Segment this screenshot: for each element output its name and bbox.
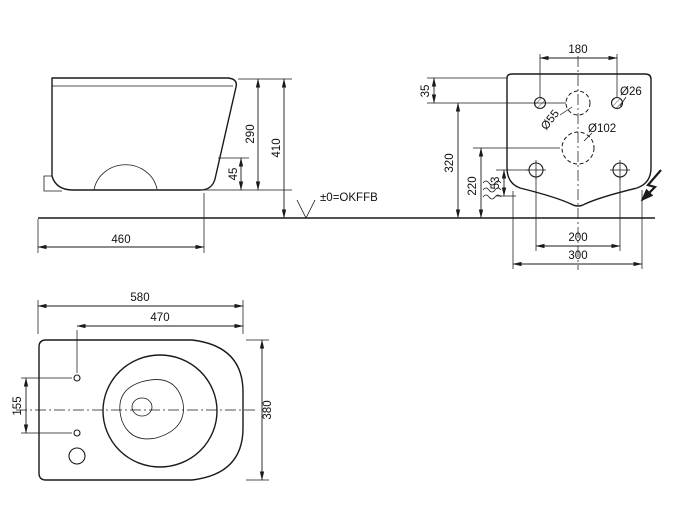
dim-label-380: 380 [262,400,274,419]
dim-label-35: 35 [420,85,432,98]
top-view-extension-lines [21,300,269,481]
dim-label-180: 180 [568,44,587,56]
leader-lines [559,96,627,142]
water-supply-icon [482,180,502,200]
side-view-outline [51,77,238,191]
bowl-trap-hole [131,397,153,417]
lightning-bolt-icon [640,169,662,202]
hole-outlet-102 [561,131,595,165]
hole-right-26 [610,96,624,110]
dim-label-580: 580 [130,292,149,304]
dim-label-470: 470 [150,312,169,324]
rear-view: 180 35 Ø55 Ø26 Ø102 320 220 53 200 300 [420,44,662,270]
floor-level-symbol [296,199,316,219]
dim-label-53: 53 [490,177,502,190]
side-view-extension-lines [37,78,292,253]
fixing-hole-crosshairs [526,160,630,180]
dim-label-460: 460 [111,234,130,246]
dim-label-45: 45 [228,168,240,181]
dim-label-155: 155 [12,396,24,415]
side-view: 290 410 45 460 [37,77,292,253]
dia-label-26: Ø26 [620,86,642,98]
dim-label-290: 290 [245,124,257,143]
floor-reference: ±0=OKFFB [38,192,655,219]
dim-label-320: 320 [444,153,456,172]
hinge-hole-bottom [73,429,81,437]
dim-label-300: 300 [568,250,587,262]
hinge-hole-top [73,374,81,382]
rear-view-extension-lines [427,54,643,269]
dia-label-55: Ø55 [539,108,562,133]
dim-label-220: 220 [467,176,479,195]
corner-hole [68,447,86,465]
side-view-outlet-bracket [43,175,62,192]
dim-label-200: 200 [568,232,587,244]
floor-reference-label: ±0=OKFFB [320,192,378,204]
dia-label-102: Ø102 [588,123,616,135]
bowl-rim [102,354,218,468]
top-view: 580 470 155 380 [12,292,274,481]
rear-view-outline [506,73,652,207]
hole-supply-55 [565,90,591,116]
bowl-water-surface [119,379,184,440]
dim-label-410: 410 [271,138,283,157]
top-view-outline [38,339,244,481]
side-view-bowl-curve [93,164,158,191]
